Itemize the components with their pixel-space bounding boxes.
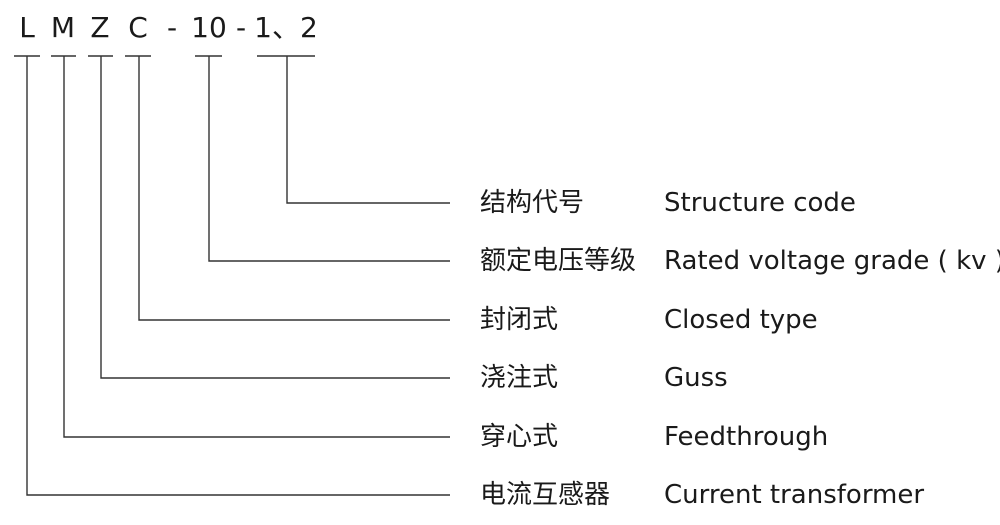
code-letter-z: Z [90,11,110,44]
legend-en-rated-voltage: Rated voltage grade ( kv ) [664,246,1000,276]
legend-en-closed-type: Closed type [664,305,818,335]
legend-cn-guss: 浇注式 [480,363,559,393]
code-dash-2: - [235,11,247,44]
code-dash-1: - [166,11,178,44]
connector-current-transformer [26,56,450,496]
code-letter-l: L [19,11,35,44]
legend-en-guss: Guss [664,363,728,393]
legend-cn-structure-code: 结构代号 [480,188,585,218]
code-voltage-number: 10 [191,11,227,44]
code-letter-m: M [50,11,76,44]
code-structure-number: 1、2 [254,11,318,44]
code-letter-c: C [128,11,148,44]
legend-en-structure-code: Structure code [664,188,856,218]
legend-cn-current-transformer: 电流互感器 [480,480,611,510]
legend-cn-feedthrough: 穿心式 [480,422,559,452]
connector-closed-type [138,56,450,321]
connector-structure-code [286,56,450,204]
connector-rated-voltage [208,56,450,262]
connector-feedthrough [63,56,450,438]
connector-guss [100,56,450,379]
legend-en-feedthrough: Feedthrough [664,422,829,452]
legend-en-current-transformer: Current transformer [664,480,925,510]
legend-cn-rated-voltage: 额定电压等级 [480,246,637,276]
legend-cn-closed-type: 封闭式 [480,305,559,335]
